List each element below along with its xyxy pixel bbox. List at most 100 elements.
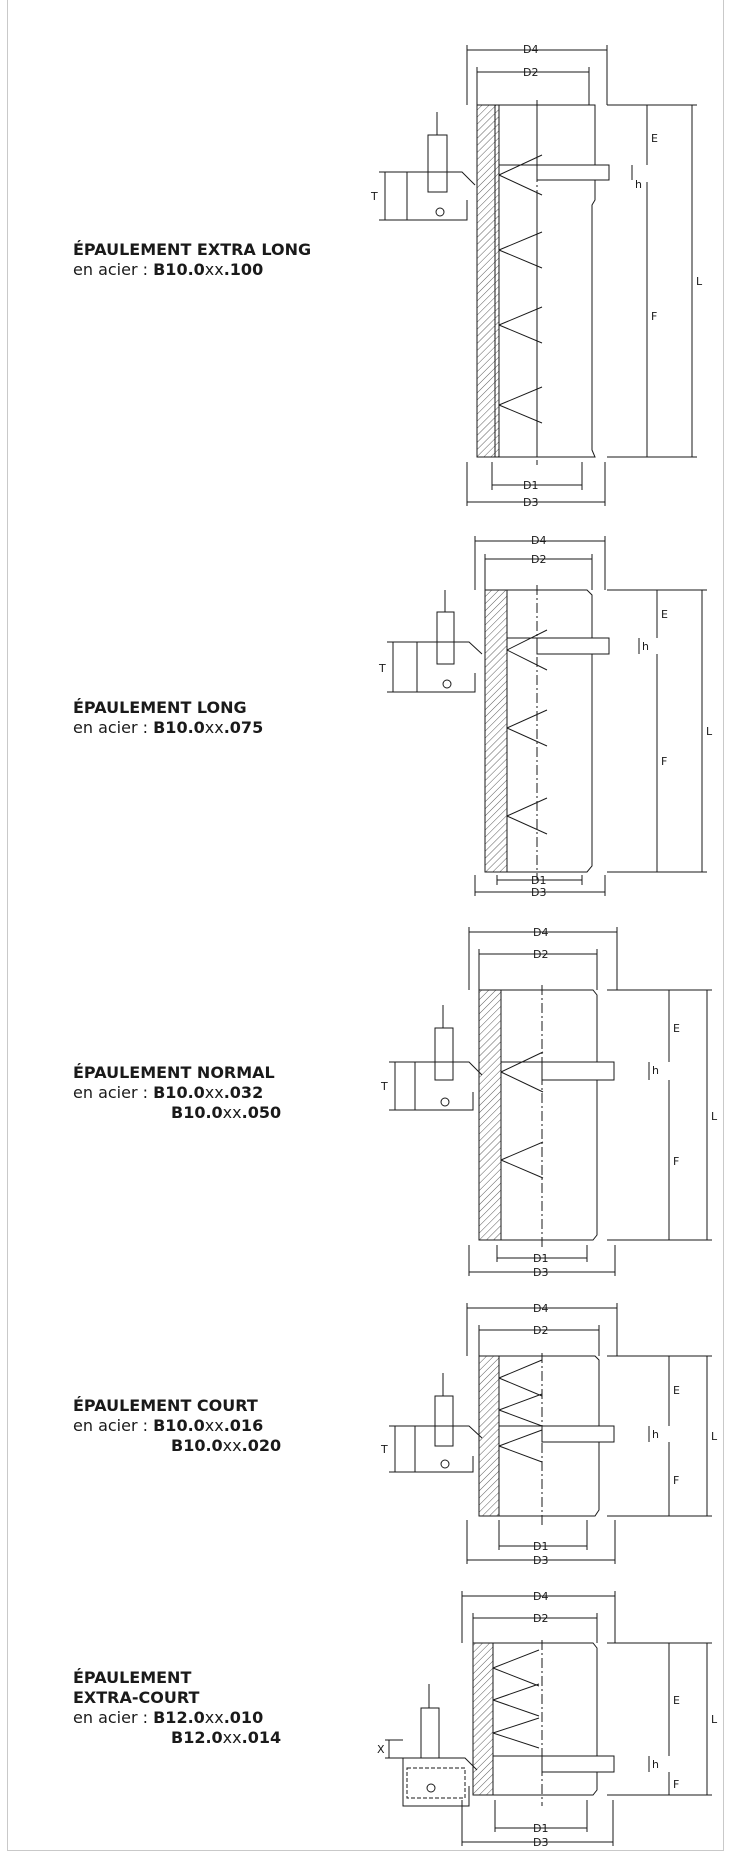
- material-label: en acier :: [73, 260, 149, 279]
- label-f: F: [651, 310, 657, 323]
- label-d4: D4: [533, 1302, 548, 1315]
- caption-extra-court: ÉPAULEMENT EXTRA-COURT en acier : B12.0x…: [73, 1668, 281, 1748]
- material-label: en acier :: [73, 718, 149, 737]
- caption-title: ÉPAULEMENT LONG: [73, 698, 247, 717]
- label-d4: D4: [531, 534, 546, 547]
- label-e: E: [673, 1384, 680, 1397]
- caption-long: ÉPAULEMENT LONG en acier : B10.0xx.075: [73, 698, 263, 738]
- label-l: L: [711, 1430, 718, 1443]
- label-f: F: [661, 755, 667, 768]
- caption-code-line-2: B12.0xx.014: [73, 1728, 281, 1748]
- code-xx: xx: [204, 1416, 224, 1435]
- section-court: ÉPAULEMENT COURT en acier : B10.0xx.016 …: [7, 1298, 724, 1578]
- code-suffix: .020: [241, 1436, 282, 1455]
- section-normal: ÉPAULEMENT NORMAL en acier : B10.0xx.032…: [7, 920, 724, 1280]
- label-f: F: [673, 1474, 679, 1487]
- label-e: E: [673, 1022, 680, 1035]
- caption-code-line-2: B10.0xx.050: [73, 1103, 281, 1123]
- code-prefix: B10.0: [153, 1416, 205, 1435]
- code-suffix: .010: [223, 1708, 264, 1727]
- code-suffix: .016: [223, 1416, 264, 1435]
- code-suffix: .014: [241, 1728, 282, 1747]
- caption-title: ÉPAULEMENT COURT: [73, 1396, 258, 1415]
- caption-material-line: en acier : B10.0xx.016: [73, 1416, 281, 1436]
- label-l: L: [711, 1713, 718, 1726]
- code-xx: xx: [222, 1103, 242, 1122]
- code-suffix: .050: [241, 1103, 282, 1122]
- label-f: F: [673, 1778, 679, 1791]
- label-x: X: [377, 1743, 385, 1756]
- label-d2: D2: [533, 948, 548, 961]
- caption-title-line-2: EXTRA-COURT: [73, 1688, 200, 1707]
- material-label: en acier :: [73, 1083, 149, 1102]
- code-prefix: B10.0: [153, 1083, 205, 1102]
- section-extra-long: ÉPAULEMENT EXTRA LONG en acier : B10.0xx…: [7, 0, 724, 510]
- label-d4: D4: [533, 926, 548, 939]
- code-xx: xx: [222, 1436, 242, 1455]
- caption-code-line-2: B10.0xx.020: [73, 1436, 281, 1456]
- code-prefix: B10.0: [153, 718, 205, 737]
- label-l: L: [706, 725, 713, 738]
- hatched-wall: [476, 104, 500, 458]
- label-d1: D1: [523, 479, 538, 492]
- label-f: F: [673, 1155, 679, 1168]
- label-d2: D2: [533, 1612, 548, 1625]
- code-xx: xx: [204, 260, 224, 279]
- code-suffix: .075: [223, 718, 264, 737]
- code-suffix: .100: [223, 260, 264, 279]
- label-e: E: [673, 1694, 680, 1707]
- caption-material-line: en acier : B10.0xx.032: [73, 1083, 281, 1103]
- label-h: h: [635, 178, 642, 191]
- code-xx: xx: [204, 1708, 224, 1727]
- label-d1: D1: [533, 1822, 548, 1835]
- code-prefix: B10.0: [171, 1103, 223, 1122]
- label-t: T: [380, 1080, 388, 1093]
- label-t: T: [370, 190, 378, 203]
- caption-court: ÉPAULEMENT COURT en acier : B10.0xx.016 …: [73, 1396, 281, 1456]
- label-d2: D2: [523, 66, 538, 79]
- label-h: h: [652, 1758, 659, 1771]
- label-d4: D4: [523, 43, 538, 56]
- code-prefix: B12.0: [171, 1728, 223, 1747]
- label-d3: D3: [533, 1836, 548, 1849]
- material-label: en acier :: [73, 1708, 149, 1727]
- caption-extra-long: ÉPAULEMENT EXTRA LONG en acier : B10.0xx…: [73, 240, 311, 280]
- drawing-extra-long: D4 D2 D1 D3 E F L h T: [370, 43, 703, 509]
- label-t: T: [380, 1443, 388, 1456]
- drawing-court: D4 D2 D1 D3 E F L h T: [380, 1302, 718, 1567]
- code-prefix: B12.0: [153, 1708, 205, 1727]
- label-d3: D3: [533, 1554, 548, 1567]
- label-h: h: [642, 640, 649, 653]
- drawing-extra-court: D4 D2 D1 D3 E F L h X: [377, 1590, 718, 1849]
- caption-title-line-1: ÉPAULEMENT: [73, 1668, 192, 1687]
- label-h: h: [652, 1064, 659, 1077]
- code-xx: xx: [222, 1728, 242, 1747]
- label-d1: D1: [531, 874, 546, 887]
- collar: [536, 164, 610, 181]
- label-h: h: [652, 1428, 659, 1441]
- caption-normal: ÉPAULEMENT NORMAL en acier : B10.0xx.032…: [73, 1063, 281, 1123]
- code-suffix: .032: [223, 1083, 264, 1102]
- label-e: E: [661, 608, 668, 621]
- label-d3: D3: [533, 1266, 548, 1279]
- label-d2: D2: [531, 553, 546, 566]
- drawing-normal: D4 D2 D1 D3 E F L h T: [380, 926, 718, 1279]
- section-long: ÉPAULEMENT LONG en acier : B10.0xx.075: [7, 530, 724, 900]
- caption-material-line: en acier : B10.0xx.075: [73, 718, 263, 738]
- label-d2: D2: [533, 1324, 548, 1337]
- label-d1: D1: [533, 1540, 548, 1553]
- code-prefix: B10.0: [171, 1436, 223, 1455]
- material-label: en acier :: [73, 1416, 149, 1435]
- code-xx: xx: [204, 718, 224, 737]
- caption-material-line: en acier : B10.0xx.100: [73, 260, 311, 280]
- label-d1: D1: [533, 1252, 548, 1265]
- section-extra-court: ÉPAULEMENT EXTRA-COURT en acier : B12.0x…: [7, 1588, 724, 1849]
- caption-title: ÉPAULEMENT NORMAL: [73, 1063, 275, 1082]
- label-e: E: [651, 132, 658, 145]
- label-d4: D4: [533, 1590, 548, 1603]
- drawing-long: D4 D2 D1 D3 E F L h T: [378, 534, 713, 899]
- clamp-screw: [427, 134, 448, 193]
- caption-material-line: en acier : B12.0xx.010: [73, 1708, 281, 1728]
- code-prefix: B10.0: [153, 260, 205, 279]
- code-xx: xx: [204, 1083, 224, 1102]
